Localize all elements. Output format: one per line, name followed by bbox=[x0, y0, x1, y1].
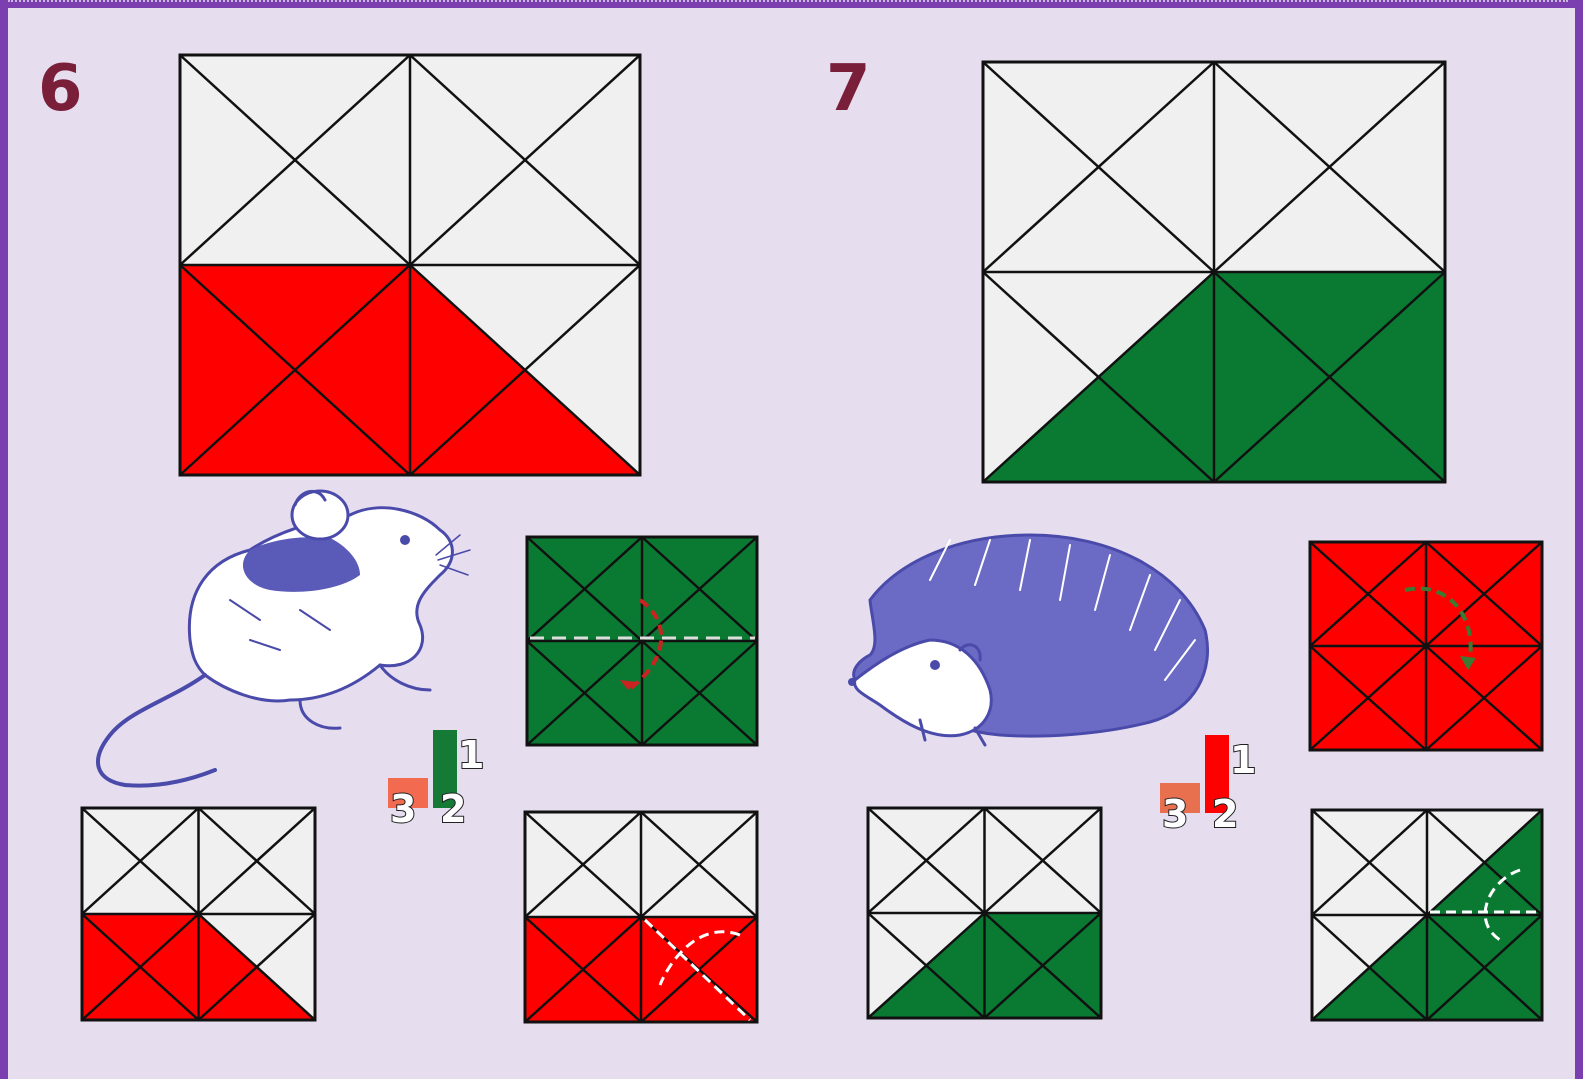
step-number-2: 2 bbox=[1212, 792, 1238, 836]
step-bar-1 bbox=[433, 730, 457, 780]
puzzle-7-step-1-square bbox=[1310, 542, 1542, 750]
hedgehog-icon bbox=[848, 535, 1208, 745]
step-number-1: 1 bbox=[458, 733, 484, 777]
puzzle-6-target-square bbox=[180, 55, 640, 475]
puzzle-7-step-2-square bbox=[1312, 810, 1542, 1020]
puzzle-6-step-1-square bbox=[527, 537, 757, 745]
puzzle-6-step-2-square bbox=[525, 812, 757, 1022]
mouse-icon bbox=[98, 491, 470, 786]
step-number-3: 3 bbox=[1162, 792, 1188, 836]
puzzle-7-result-square bbox=[868, 808, 1101, 1018]
step-number-1: 1 bbox=[1230, 738, 1256, 782]
step-order-hint-7: 1 23 bbox=[1160, 735, 1256, 836]
step-order-hint-6: 1 23 bbox=[388, 730, 484, 831]
step-bar-1 bbox=[1205, 735, 1229, 785]
puzzle-6-result-square bbox=[82, 808, 315, 1020]
step-number-3: 3 bbox=[390, 787, 416, 831]
puzzle-7-target-square bbox=[983, 62, 1445, 482]
step-number-2: 2 bbox=[440, 787, 466, 831]
